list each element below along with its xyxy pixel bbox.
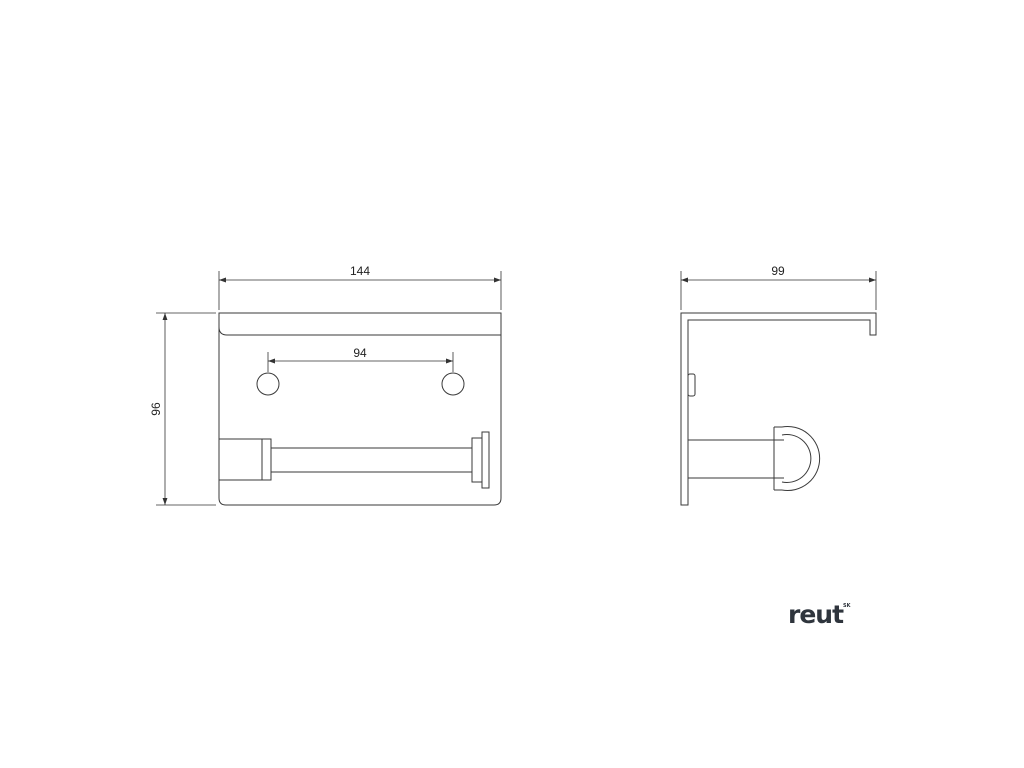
brand-logo: reut SK	[788, 600, 852, 629]
mounting-hole-left	[256, 372, 280, 396]
side-end-cap	[781, 426, 821, 491]
front-plate-outline	[218, 312, 502, 506]
roll-bar-end-cap	[471, 437, 483, 483]
dimension-front-height	[156, 312, 216, 506]
dimension-label-99: 99	[771, 264, 785, 278]
dimension-label-94: 94	[353, 346, 367, 360]
dimension-hole-spacing	[267, 352, 454, 372]
dimension-side-depth	[680, 271, 877, 310]
dimension-label-96: 96	[149, 402, 163, 416]
mounting-hole-right	[441, 372, 465, 396]
side-view	[680, 312, 877, 506]
side-plate-profile	[680, 312, 877, 506]
roll-bar-base	[218, 438, 272, 481]
side-screw-head	[687, 373, 696, 397]
front-shelf-lip	[218, 313, 501, 336]
front-view	[218, 312, 502, 506]
dimension-front-width	[218, 271, 502, 310]
dimension-label-144: 144	[350, 264, 370, 278]
logo-text: reut	[788, 600, 844, 629]
logo-superscript: SK	[843, 603, 852, 609]
